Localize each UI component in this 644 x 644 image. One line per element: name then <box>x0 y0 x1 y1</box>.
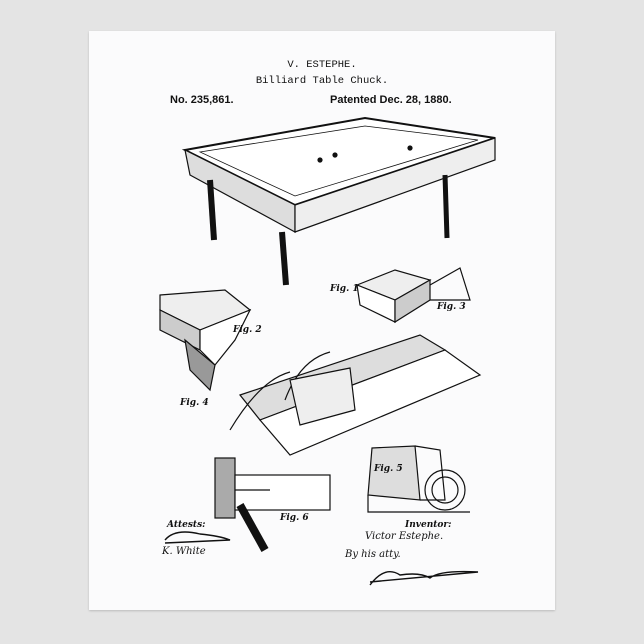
attests-label: Attests: <box>167 520 206 530</box>
inventor-signature: Victor Estephe. <box>365 531 444 542</box>
billiard-table-drawing <box>181 116 496 286</box>
fig-4-label: Fig. 4 <box>180 398 209 408</box>
patent-title: Billiard Table Chuck. <box>255 75 389 87</box>
patent-number: No. 235,861. <box>170 94 234 106</box>
fig3-drawing <box>355 267 471 324</box>
fig2-drawing <box>159 289 252 392</box>
inventor-name: V. ESTEPHE. <box>287 59 357 71</box>
fig-2-label: Fig. 2 <box>233 325 262 335</box>
fig-3-label: Fig. 3 <box>437 302 466 312</box>
witness-signature: K. White <box>162 546 206 557</box>
fig-6-label: Fig. 6 <box>280 513 309 523</box>
fig5-drawing <box>367 445 470 513</box>
fig-5-label: Fig. 5 <box>374 464 403 474</box>
signature-flourishes <box>164 531 479 586</box>
fig4-drawing <box>229 334 482 456</box>
fig6-drawing <box>214 457 331 552</box>
by-attorney: By his atty. <box>345 549 401 560</box>
fig-1-label: Fig. 1 <box>330 284 359 294</box>
patent-date: Patented Dec. 28, 1880. <box>330 94 452 106</box>
inventor-label: Inventor: <box>405 520 452 530</box>
